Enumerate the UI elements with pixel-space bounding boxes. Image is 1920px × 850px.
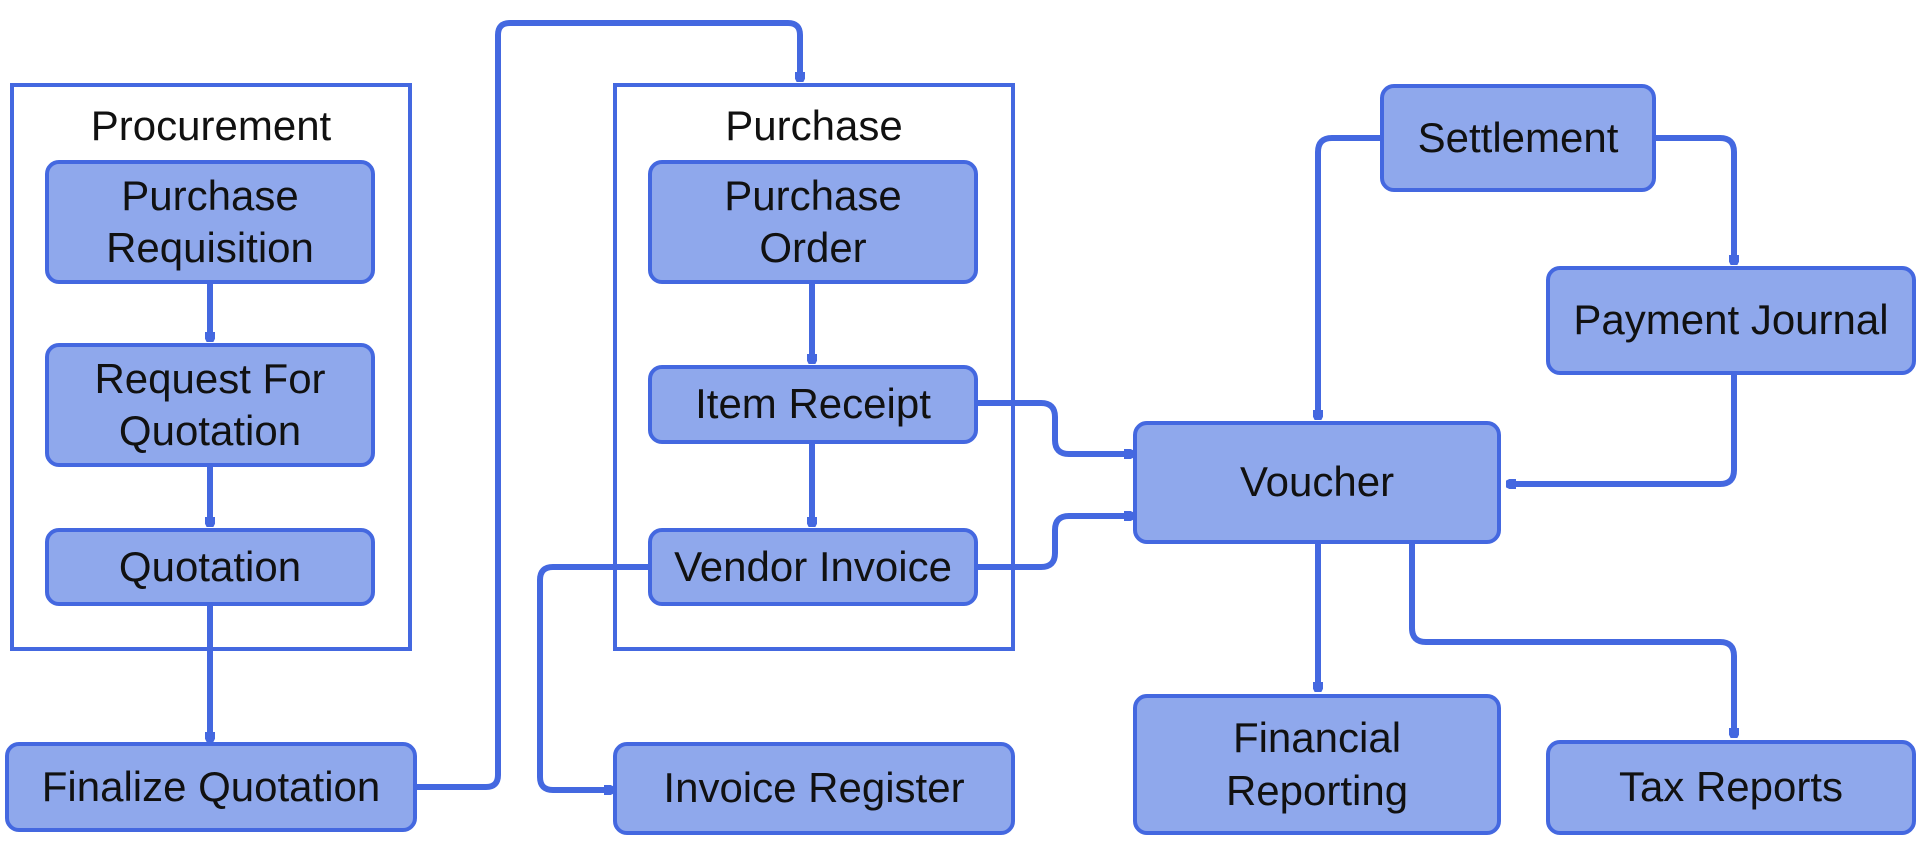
arrow-receipt-to-voucher <box>978 400 1132 454</box>
financial-reporting-label-line1: Financial <box>1232 714 1402 761</box>
quotation-label: Quotation <box>118 542 302 590</box>
voucher-label: Voucher <box>1239 458 1395 506</box>
arrow-settlement-to-payment-journal <box>1656 135 1734 263</box>
procurement-group-title: Procurement <box>90 102 332 149</box>
purchase-group-title: Purchase <box>725 102 903 149</box>
arrow-invoice-to-register <box>537 564 650 790</box>
request-for-quotation-label-line1: Request For <box>94 354 326 402</box>
arrow-payment-journal-to-voucher <box>1508 375 1737 484</box>
invoice-register-node[interactable]: Invoice Register <box>613 742 1015 835</box>
purchase-requisition-label-line2: Requisition <box>106 224 314 271</box>
purchase-order-label-line2: Order <box>759 224 867 271</box>
settlement-node[interactable]: Settlement <box>1380 84 1656 192</box>
quotation-node[interactable]: Quotation <box>45 528 375 606</box>
tax-reports-node[interactable]: Tax Reports <box>1546 740 1916 835</box>
finalize-quotation-label: Finalize Quotation <box>41 762 381 810</box>
item-receipt-node[interactable]: Item Receipt <box>648 365 978 444</box>
request-for-quotation-label-line2: Quotation <box>118 407 302 454</box>
settlement-label: Settlement <box>1417 113 1619 161</box>
payment-journal-label: Payment Journal <box>1573 296 1889 344</box>
finalize-quotation-node[interactable]: Finalize Quotation <box>5 742 417 832</box>
financial-reporting-label-line2: Reporting <box>1225 766 1409 814</box>
item-receipt-label: Item Receipt <box>695 380 931 428</box>
arrow-invoice-to-voucher <box>978 516 1132 570</box>
vendor-invoice-node[interactable]: Vendor Invoice <box>648 528 978 606</box>
procurement-group: Procurement <box>10 83 412 651</box>
payment-journal-node[interactable]: Payment Journal <box>1546 266 1916 375</box>
purchase-order-label-line1: Purchase <box>724 171 902 219</box>
invoice-register-label: Invoice Register <box>663 764 965 812</box>
tax-reports-label: Tax Reports <box>1618 763 1844 811</box>
arrow-finalize-to-purchase <box>417 20 800 790</box>
purchase-requisition-label-line1: Purchase <box>121 171 299 219</box>
arrow-settlement-to-voucher <box>1318 135 1382 418</box>
vendor-invoice-label: Vendor Invoice <box>674 542 952 590</box>
purchase-group: Purchase <box>613 83 1015 651</box>
voucher-node[interactable]: Voucher <box>1133 421 1501 544</box>
arrow-voucher-to-tax-reports <box>1409 544 1734 736</box>
